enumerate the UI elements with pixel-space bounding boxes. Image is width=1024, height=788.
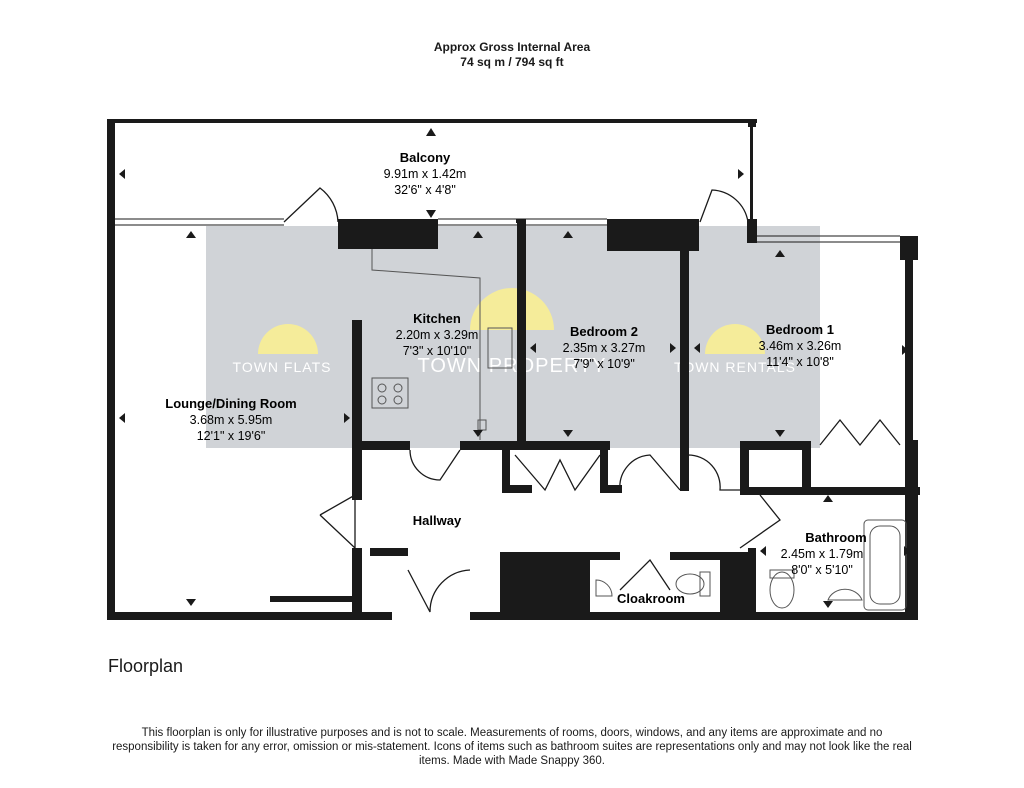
hallway-name: Hallway [413,513,462,528]
area-value: 74 sq m / 794 sq ft [460,55,564,69]
bedroom1-name: Bedroom 1 [766,322,834,337]
balcony-metric: 9.91m x 1.42m [384,167,467,181]
bedroom2-metric: 2.35m x 3.27m [563,341,646,355]
bedroom1-imperial: 11'4" x 10'8" [766,355,834,369]
bathroom-imperial: 8'0" x 5'10" [791,563,853,577]
dimension-arrows [119,128,910,608]
bedroom1-metric: 3.46m x 3.26m [759,339,842,353]
bathroom-metric: 2.45m x 1.79m [781,547,864,561]
sun-logo-icon [470,288,554,330]
cloakroom-name: Cloakroom [617,591,685,606]
lounge-metric: 3.68m x 5.95m [190,413,273,427]
bedroom2-imperial: 7'9" x 10'9" [573,357,635,371]
lounge-imperial: 12'1" x 19'6" [197,429,266,443]
windows [115,218,900,243]
kitchen-name: Kitchen [413,311,461,326]
bedroom2-name: Bedroom 2 [570,324,638,339]
kitchen-imperial: 7'3" x 10'10" [403,344,472,358]
watermark-text: TOWN FLATS [233,359,332,375]
disclaimer: This floorplan is only for illustrative … [112,727,912,767]
balcony-imperial: 32'6" x 4'8" [394,183,456,197]
watermark-text: TOWN RENTALS [674,359,796,375]
floorplan-label: Floorplan [108,656,184,676]
bathroom-fittings [595,519,907,611]
area-title: Approx Gross Internal Area [433,40,591,54]
doors [283,187,901,613]
walls [107,119,920,620]
bathroom-name: Bathroom [805,530,866,545]
kitchen-metric: 2.20m x 3.29m [396,328,479,342]
lounge-name: Lounge/Dining Room [165,396,296,411]
sun-logo-icon [705,324,765,354]
sun-logo-icon [258,324,318,354]
balcony-name: Balcony [400,150,451,165]
